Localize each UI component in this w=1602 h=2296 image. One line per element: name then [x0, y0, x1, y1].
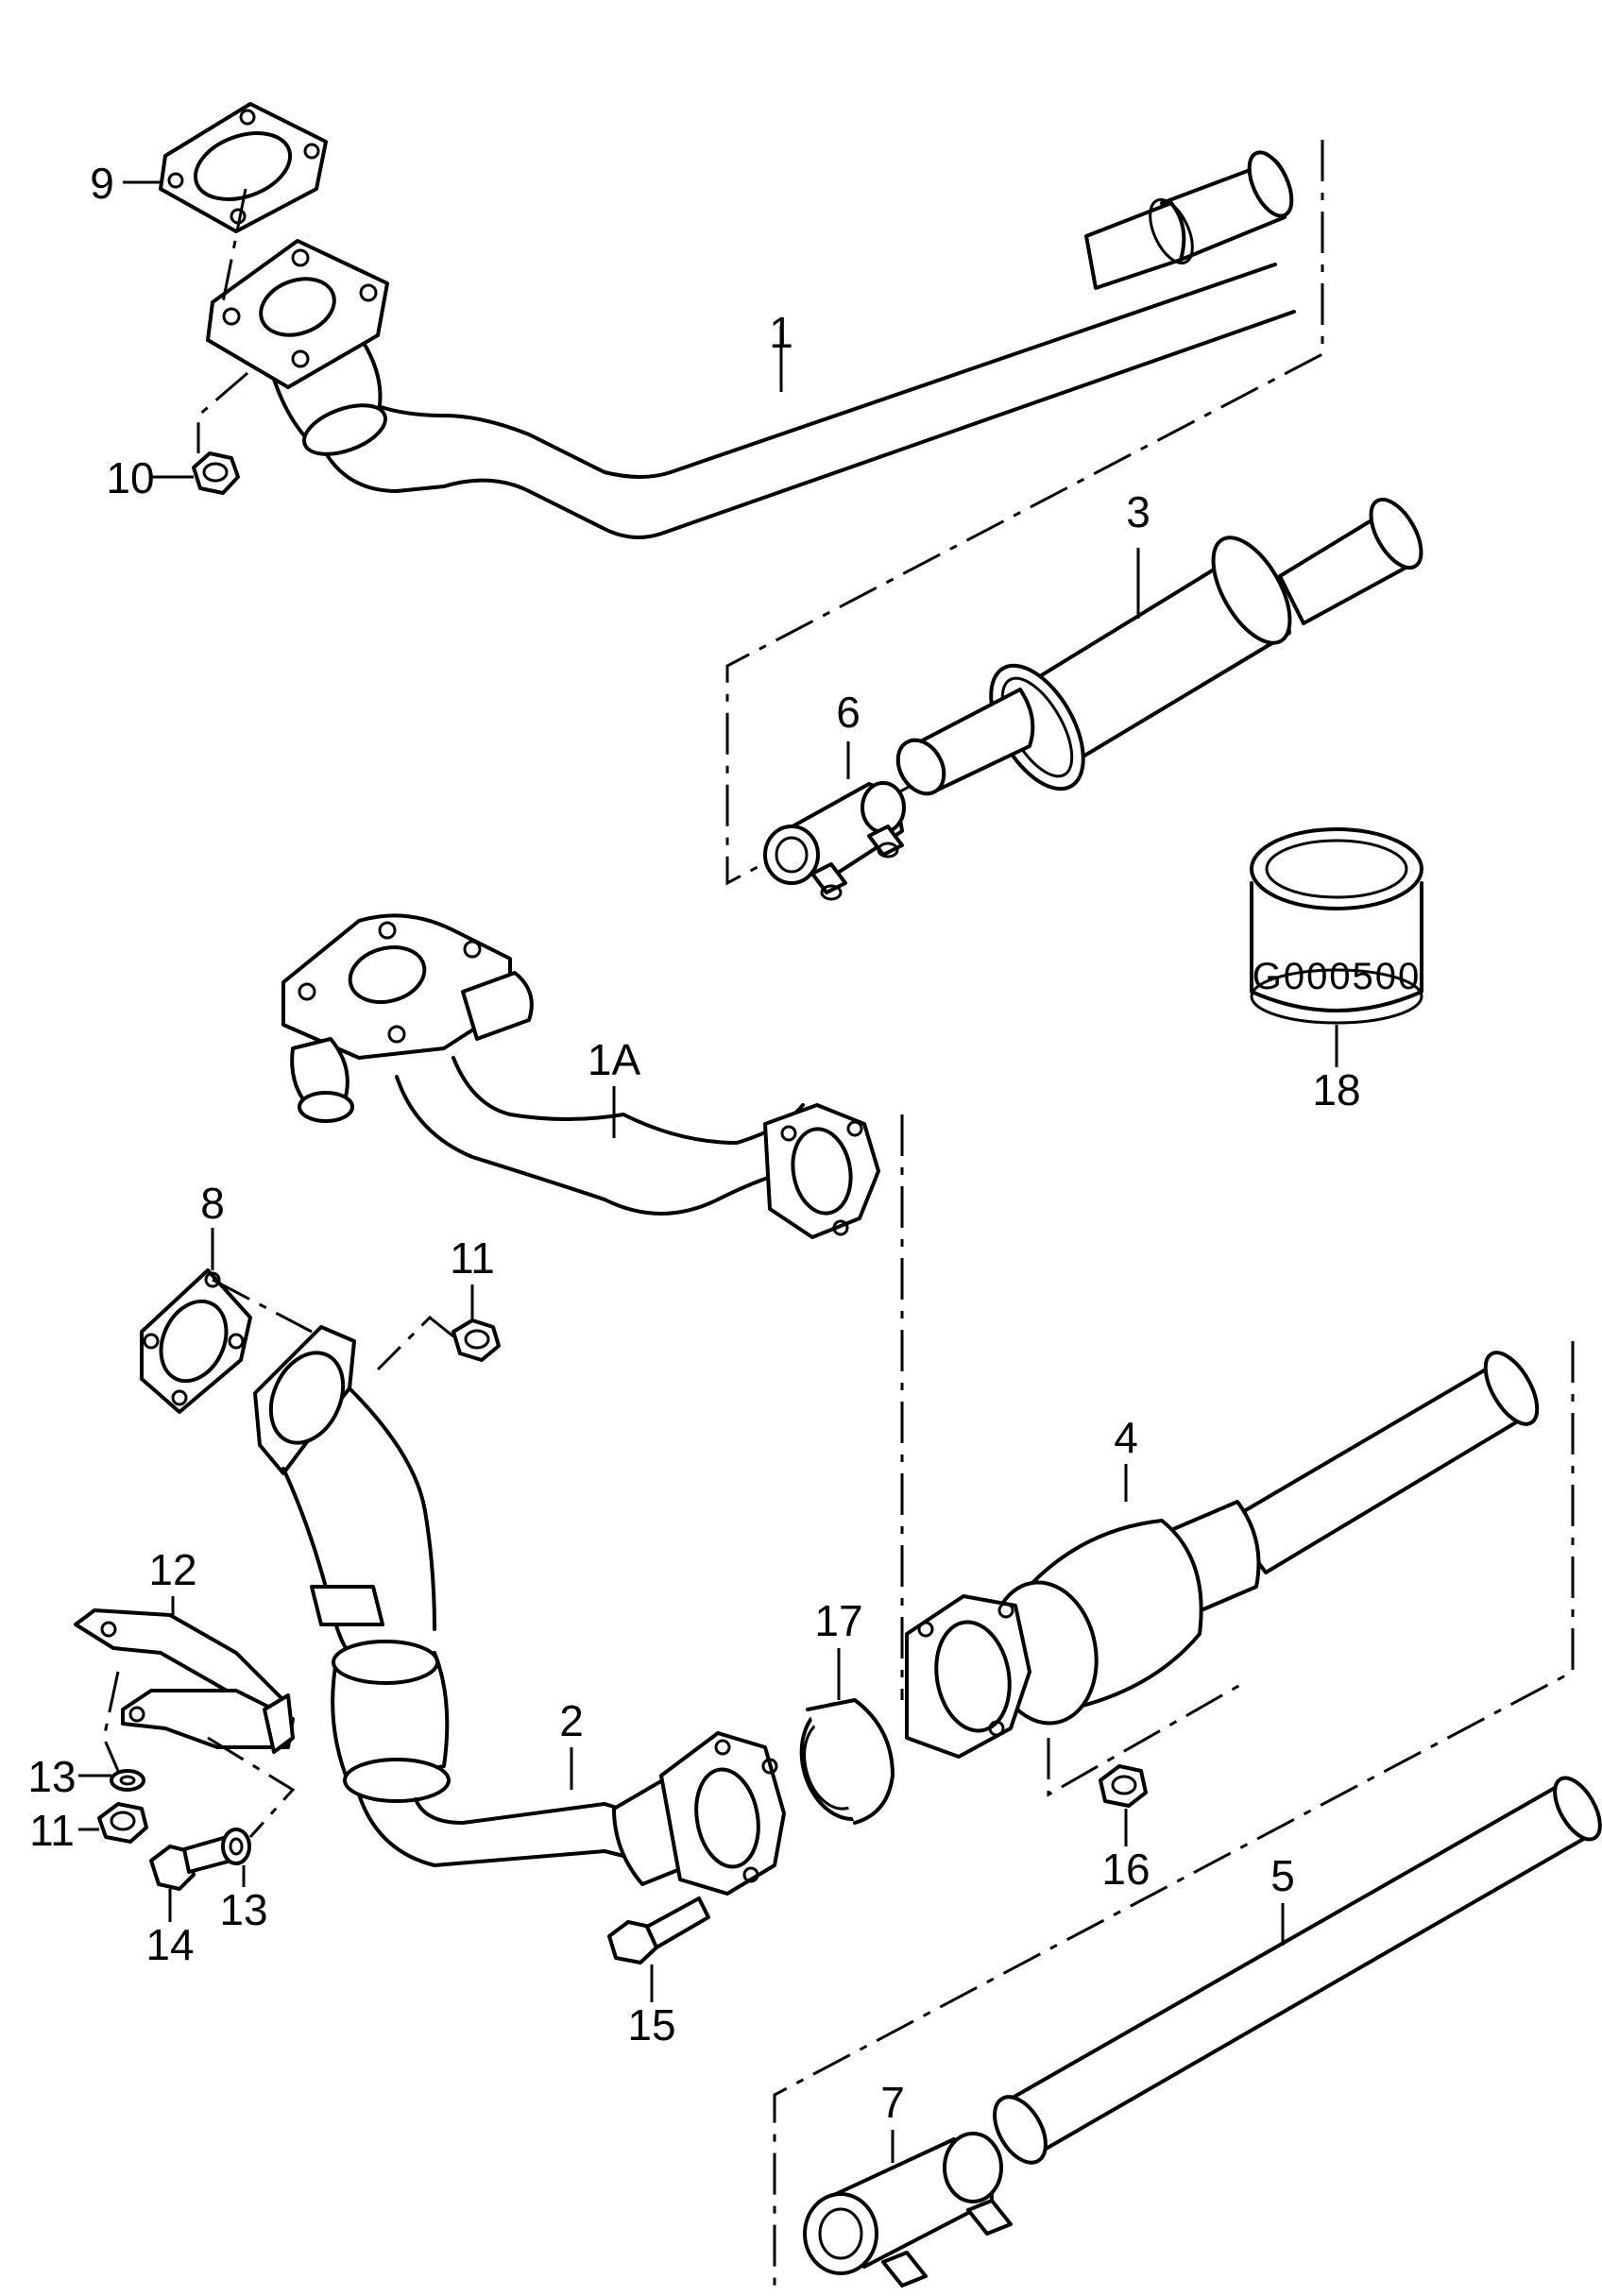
callout-13-upper: 13: [27, 1752, 76, 1801]
callout-3: 3: [1126, 487, 1150, 536]
bracket-part-12: [74, 1608, 295, 1754]
callout-15: 15: [627, 2000, 675, 2049]
clamp-part-7: [803, 2132, 1013, 2287]
leader-lines: [78, 180, 1338, 2163]
nut-part-16: [1099, 1764, 1148, 1808]
callout-labels: 9 10 1 3 6 18 1A 8 11 12 13 11 14 13 2 1…: [27, 159, 1360, 2127]
gasket-part-9: [159, 102, 328, 233]
callout-12: 12: [148, 1545, 196, 1594]
sealing-ring-part-18: G000500: [1250, 827, 1423, 1025]
callout-14: 14: [145, 1920, 194, 1969]
callout-1a: 1A: [588, 1035, 641, 1084]
sealing-ring-part-17: [799, 1698, 895, 1825]
washer-part-13-upper: [110, 1769, 145, 1792]
front-pipe-part-1a: [281, 913, 880, 1239]
bolt-part-14: [149, 1835, 233, 1891]
bolt-part-15: [607, 1896, 710, 1964]
callout-7: 7: [880, 2078, 905, 2127]
muffler-part-3: [895, 497, 1423, 796]
callout-16: 16: [1101, 1845, 1150, 1894]
callout-9: 9: [90, 159, 114, 208]
callout-1: 1: [769, 308, 793, 357]
callout-11-upper: 11: [450, 1233, 495, 1283]
callout-10: 10: [106, 453, 154, 502]
callout-4: 4: [1114, 1413, 1138, 1462]
dashline-bracket-washer: [102, 1671, 120, 1772]
drawing-code-label: G000500: [1253, 956, 1422, 997]
nut-part-11-lower: [97, 1802, 148, 1844]
callout-17: 17: [814, 1596, 862, 1645]
washer-part-13-lower: [221, 1828, 251, 1865]
tail-pipe-part-5: [993, 1776, 1602, 2165]
callout-18: 18: [1312, 1065, 1360, 1114]
front-pipe-part-1: [206, 150, 1296, 539]
callout-6: 6: [836, 688, 861, 737]
catalytic-converter-part-4: [905, 1351, 1540, 1759]
callout-11-lower: 11: [29, 1806, 75, 1855]
gasket-part-8: [140, 1268, 313, 1414]
nut-part-10: [192, 371, 248, 495]
nut-part-11-upper: [376, 1315, 501, 1371]
clamp-part-6: [763, 781, 906, 901]
callout-13-lower: 13: [219, 1885, 267, 1934]
dashline-bracket-bolt: [207, 1736, 296, 1839]
callout-2: 2: [559, 1696, 584, 1745]
callout-8: 8: [200, 1179, 225, 1228]
callout-5: 5: [1270, 1851, 1295, 1900]
front-pipe-part-2: [253, 1325, 786, 1896]
